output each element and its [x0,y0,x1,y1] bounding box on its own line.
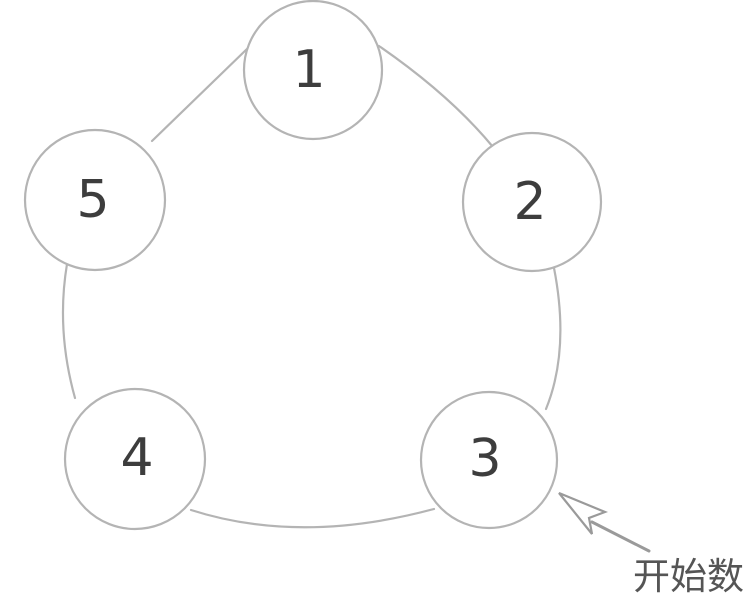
node-2-label: 2 [513,172,546,232]
node-2[interactable]: 2 [461,131,603,273]
edge-group [61,44,562,529]
arrow-shaft [590,520,651,553]
node-5[interactable]: 5 [23,128,167,272]
node-4-circle[interactable] [63,387,207,531]
node-5-circle[interactable] [23,128,167,272]
edge-4-to-5 [61,262,77,400]
edge-2-to-3 [544,266,562,411]
node-1-circle[interactable] [242,0,384,141]
edge-3-to-4 [189,507,436,529]
edge-1-to-2 [377,44,495,149]
node-5-label: 5 [76,170,109,230]
node-3-label: 3 [468,429,501,489]
node-3[interactable]: 3 [419,390,559,530]
start-pointer-annotation: 开始数 [558,491,744,598]
node-4-label: 4 [120,428,153,488]
node-2-circle[interactable] [461,131,603,273]
node-4[interactable]: 4 [63,387,207,531]
node-3-circle[interactable] [419,390,559,530]
edge-5-to-1 [150,46,250,143]
arrow-head-icon [558,491,609,535]
node-1[interactable]: 1 [242,0,384,141]
node-1-label: 1 [292,40,325,100]
start-count-label: 开始数 [633,555,744,598]
